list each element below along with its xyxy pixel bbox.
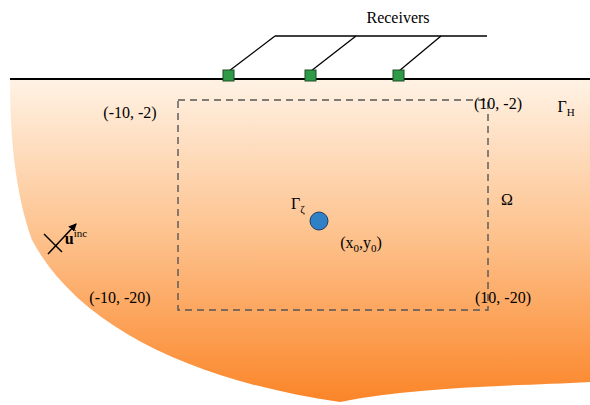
receiver-leaders	[229, 36, 487, 71]
scatterer-circle	[310, 212, 328, 230]
center-coordinate: (x0,y0)	[340, 234, 382, 254]
corner-coordinate: (10, -20)	[475, 289, 531, 307]
surface-line	[10, 78, 590, 80]
corner-coordinate: (10, -2)	[474, 95, 522, 113]
scatterer-symbol: Γζ	[291, 195, 305, 215]
incident-wave-symbol	[44, 224, 76, 254]
boundary-symbol: ΓH	[557, 98, 574, 118]
receivers-label: Receivers	[366, 9, 429, 27]
receiver-squares	[223, 70, 404, 81]
corner-coordinate: (-10, -20)	[89, 289, 150, 307]
domain-symbol: Ω	[501, 191, 513, 209]
corner-coordinate: (-10, -2)	[103, 104, 156, 122]
incident-wave-label: uinc	[65, 227, 87, 248]
half-space	[10, 80, 590, 402]
domain-box	[178, 100, 488, 310]
